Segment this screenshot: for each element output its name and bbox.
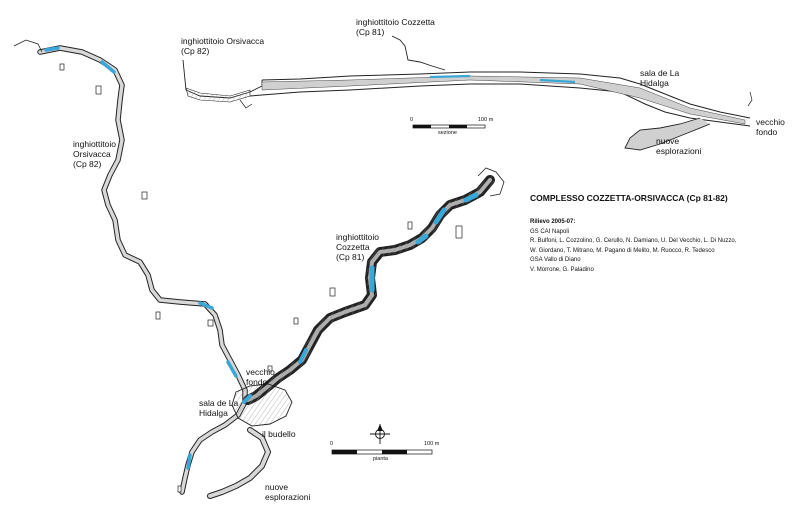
plan-scale-caption: pianta (373, 456, 388, 462)
plan-orsivacca-entrance (13, 39, 43, 53)
section-gallery-roof (261, 71, 751, 119)
plan-scale-bar (331, 449, 433, 455)
section-scale-caption: sezione (438, 130, 457, 136)
section-cozzetta-shaft (391, 35, 446, 71)
credit-line: V. Morrone, G. Paladino (530, 266, 594, 273)
credit-line: GS CAI Napoli (530, 228, 570, 235)
plan-scale-zero: 0 (330, 441, 334, 447)
section-label-cozzetta: inghiottitoio Cozzetta (Cp 81) (356, 17, 435, 37)
section-profile (182, 35, 753, 151)
section-gallery-floor (249, 83, 751, 127)
plan-boulders (59, 63, 463, 493)
plan-nuove-branch-inner (208, 428, 270, 498)
plan-label-vecchio-fondo: vecchio fondo (246, 367, 275, 387)
plan-sala-chamber (231, 383, 293, 427)
section-stub-2 (239, 99, 253, 109)
survey-credits: Rilievo 2005-07: GS CAI Napoli R. Bulfon… (530, 218, 736, 276)
plan-label-budello: il budello (262, 429, 296, 439)
plan-view (13, 39, 505, 499)
section-label-vecchio-fondo: vecchio fondo (756, 117, 785, 137)
plan-label-nuove: nuove esplorazioni (265, 482, 311, 502)
plan-label-sala: sala de La Hidalga (199, 398, 239, 418)
section-gallery-fill (261, 75, 746, 125)
plan-cozzetta-gallery-inner (244, 176, 494, 404)
section-label-nuove: nuove esplorazioni (656, 136, 702, 156)
section-water-1 (429, 74, 471, 79)
credit-line: GSA Vallo di Diano (530, 257, 581, 264)
plan-scale-max: 100 m (424, 441, 440, 447)
plan-cozzetta-entrance (477, 167, 505, 197)
plan-water-pools (44, 46, 479, 470)
map-title: COMPLESSO COZZETTA-ORSIVACCA (Cp 81-82) (530, 193, 728, 203)
section-label-sala: sala de La Hidalga (640, 68, 680, 88)
plan-orsivacca-gallery-inner (38, 46, 247, 494)
credit-line: W. Giordano, T. Mitrano, M. Pagano di Me… (530, 247, 715, 254)
section-nuove-branch (624, 117, 711, 151)
credit-line: R. Bulfoni, L. Cozzolino, G. Cerullo, N.… (530, 238, 737, 245)
plan-orsivacca-gallery (37, 45, 248, 495)
north-arrow-icon (370, 424, 390, 444)
section-scale-zero: 0 (410, 117, 414, 123)
section-water-2 (539, 78, 576, 84)
plan-label-cozzetta: inghiottitoio Cozzetta (Cp 81) (336, 232, 380, 262)
section-stub-1 (747, 91, 753, 107)
section-scale-max: 100 m (478, 117, 494, 123)
survey-heading: Rilievo 2005-07: (530, 219, 576, 225)
section-label-orsivacca: inghiottitoio Orsivacca (Cp 82) (181, 36, 265, 56)
plan-label-orsivacca: inghiottitoio Orsivacca (Cp 82) (73, 139, 117, 169)
section-orsivacca-shaft-fill (185, 87, 251, 103)
section-scale-bar (412, 124, 486, 129)
